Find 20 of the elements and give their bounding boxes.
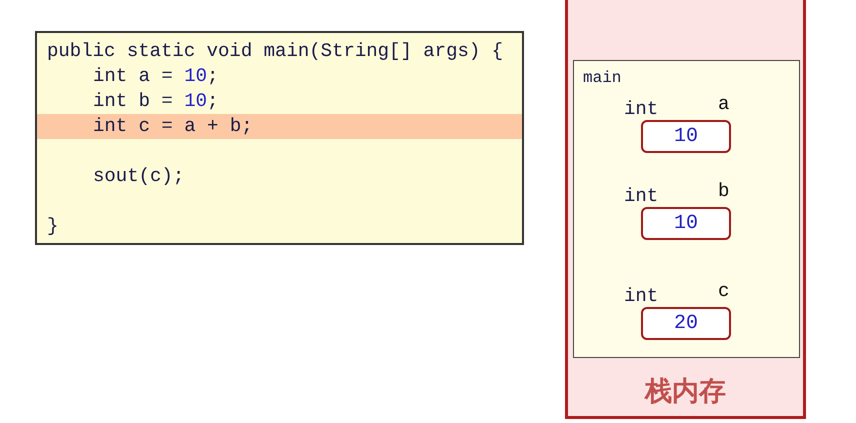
code-line: } <box>47 214 58 239</box>
variable-box: 10 <box>641 120 731 153</box>
variable-name: a <box>718 93 730 115</box>
type-label: int <box>624 98 658 120</box>
variable-box: 10 <box>641 207 731 240</box>
code-line: int c = a + b; <box>93 114 253 139</box>
code-panel <box>35 31 524 245</box>
type-label: int <box>624 285 658 307</box>
code-line: sout(c); <box>93 164 184 189</box>
stack-memory-panel <box>565 0 806 419</box>
code-line: public static void main(String[] args) { <box>47 39 504 64</box>
frame-label: main <box>583 68 622 89</box>
code-line: int a = 10; <box>93 64 218 89</box>
stack-frame <box>573 60 800 358</box>
variable-box: 20 <box>641 307 731 340</box>
variable-name: b <box>718 180 730 202</box>
variable-name: c <box>718 280 730 302</box>
panel-title: 栈内存 <box>643 375 727 409</box>
code-line: int b = 10; <box>93 89 218 114</box>
type-label: int <box>624 185 658 207</box>
